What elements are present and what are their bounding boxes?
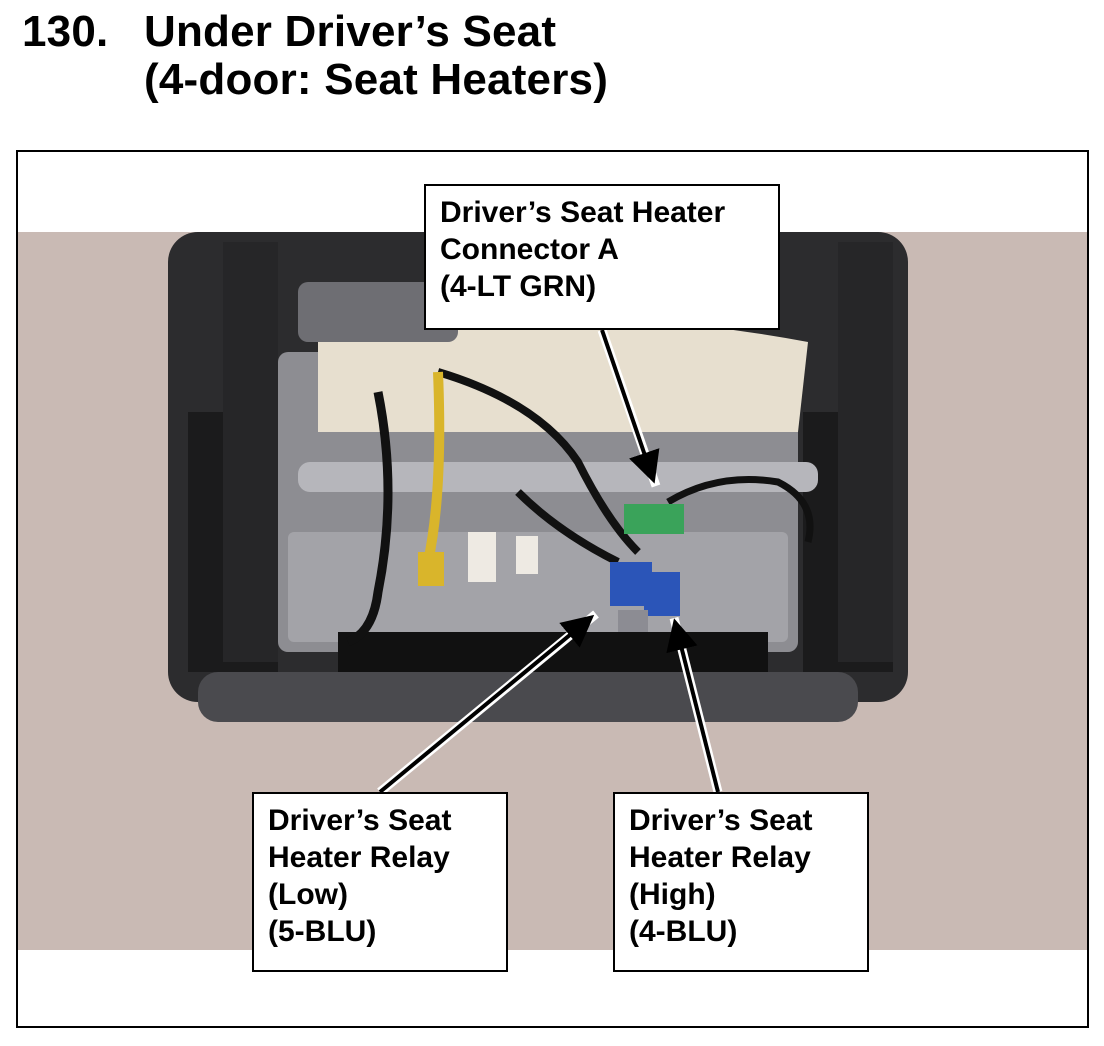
callout-relay-low: Driver’s Seat Heater Relay (Low) (5-BLU) xyxy=(252,792,508,972)
callout-connector-a-line3: (4-LT GRN) xyxy=(440,270,597,303)
page-subtitle: (4-door: Seat Heaters) xyxy=(144,55,609,104)
figure-frame: Driver’s Seat Heater Connector A (4-LT G… xyxy=(16,150,1089,1028)
callout-relay-high-line1: Driver’s Seat xyxy=(629,804,813,837)
callout-connector-a: Driver’s Seat Heater Connector A (4-LT G… xyxy=(424,184,780,330)
left-track xyxy=(223,242,278,662)
white-connector-2 xyxy=(516,536,538,574)
callout-connector-a-line2: Connector A xyxy=(440,233,619,266)
callout-relay-high-line3: (High) xyxy=(629,878,716,911)
cross-tube xyxy=(298,462,818,492)
connector-a-green xyxy=(624,504,684,534)
yellow-connector xyxy=(418,552,444,586)
callout-relay-low-line1: Driver’s Seat xyxy=(268,804,452,837)
page-title: Under Driver’s Seat xyxy=(144,7,557,56)
relay-high-blue xyxy=(644,572,680,616)
seat-underside-photo xyxy=(18,232,1087,950)
relay-bracket xyxy=(618,610,648,632)
callout-relay-low-line2: Heater Relay xyxy=(268,841,450,874)
seat-front-edge xyxy=(198,672,858,722)
callout-relay-low-line3: (Low) xyxy=(268,878,348,911)
right-track xyxy=(838,242,893,662)
callout-relay-low-line4: (5-BLU) xyxy=(268,915,377,948)
seat-illustration xyxy=(168,232,908,722)
seat-motor xyxy=(298,282,458,342)
section-number: 130. xyxy=(22,7,109,56)
callout-relay-high-line2: Heater Relay xyxy=(629,841,811,874)
felt-pad xyxy=(338,632,768,672)
white-connector-1 xyxy=(468,532,496,582)
callout-connector-a-line1: Driver’s Seat Heater xyxy=(440,196,726,229)
callout-relay-high-line4: (4-BLU) xyxy=(629,915,738,948)
callout-relay-high: Driver’s Seat Heater Relay (High) (4-BLU… xyxy=(613,792,869,972)
